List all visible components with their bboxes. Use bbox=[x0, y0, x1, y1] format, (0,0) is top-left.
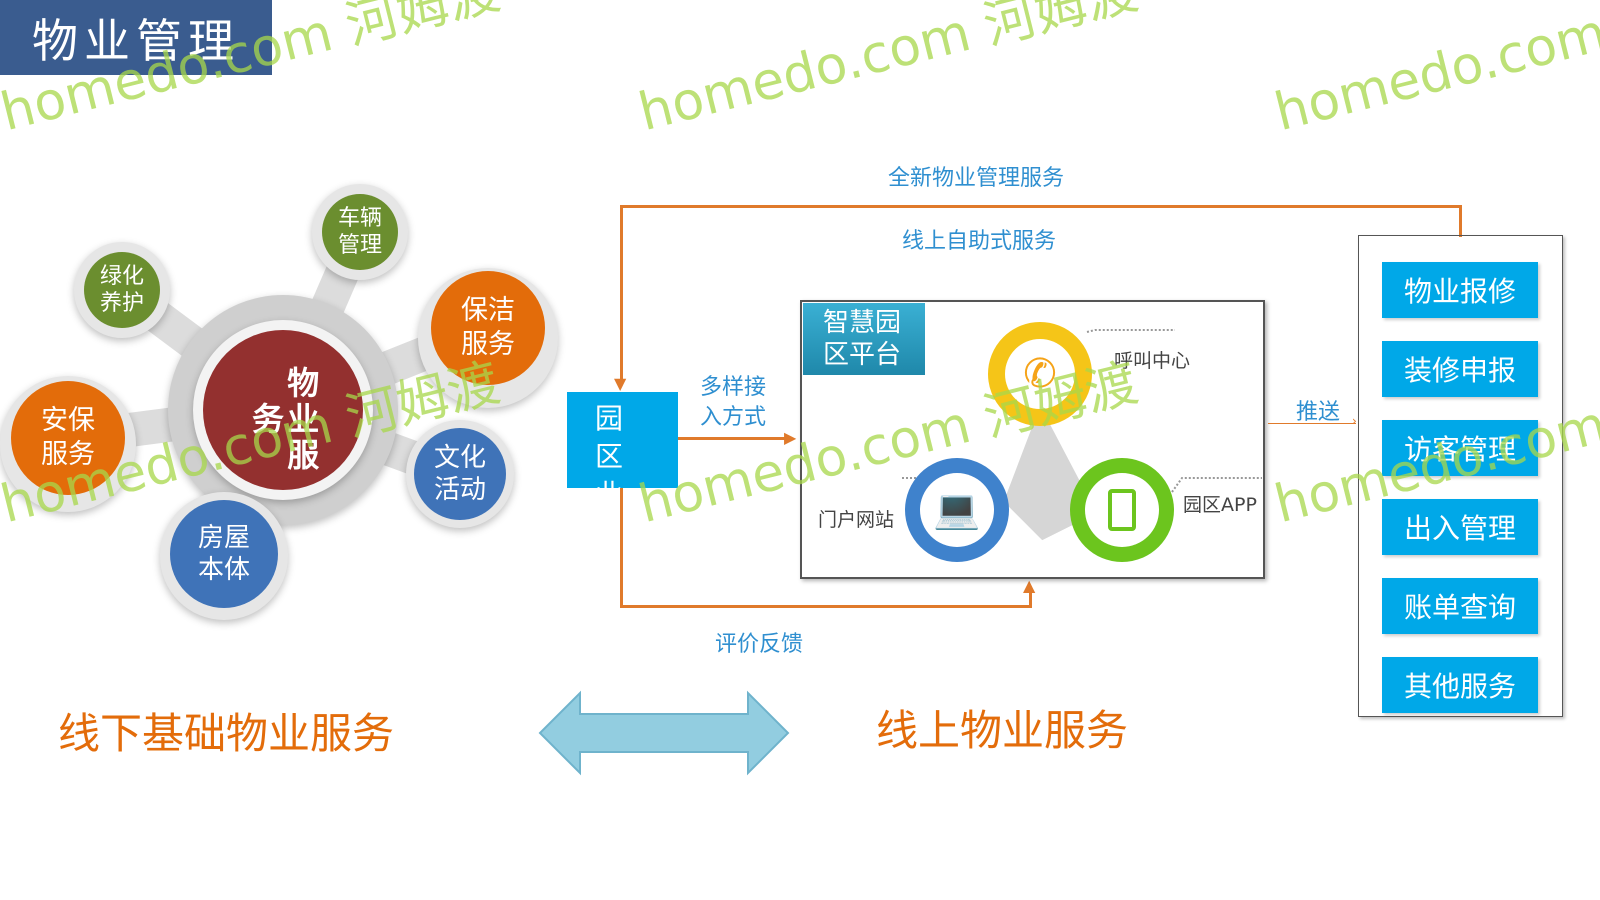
double-arrow-icon bbox=[538, 690, 790, 776]
arrow-down-icon: ▼ bbox=[614, 374, 627, 393]
hub-item-cleaning: 保洁服务 bbox=[431, 271, 545, 385]
label-push: 推送 bbox=[1296, 400, 1341, 425]
channel-app: 园区APP bbox=[1183, 494, 1257, 516]
arrow-right-icon: ▶ bbox=[784, 428, 797, 447]
arrow-right-icon: › bbox=[1352, 414, 1357, 428]
hub-diagram: 物业服务 绿化养护 车辆管理 保洁服务 安保服务 文化活动 房屋本体 bbox=[0, 180, 580, 620]
label-self-service: 线上自助式服务 bbox=[902, 229, 1057, 254]
hub-item-culture: 文化活动 bbox=[414, 428, 506, 520]
owner-box[interactable]: 园区业主 bbox=[567, 392, 678, 488]
offline-services-label: 线下基础物业服务 bbox=[58, 709, 395, 758]
hub-center: 物业服务 bbox=[203, 330, 363, 490]
service-renovation-button[interactable]: 装修申报 bbox=[1382, 341, 1538, 397]
service-bill-button[interactable]: 账单查询 bbox=[1382, 578, 1538, 634]
page-title: 物业管理 bbox=[0, 0, 272, 75]
hub-item-greening: 绿化养护 bbox=[84, 252, 160, 328]
hub-item-vehicle: 车辆管理 bbox=[322, 194, 398, 270]
channel-call-center: 呼叫中心 bbox=[1114, 350, 1191, 372]
hub-item-security: 安保服务 bbox=[11, 381, 125, 495]
arrow-up-icon: ▲ bbox=[1023, 576, 1036, 595]
service-access-button[interactable]: 出入管理 bbox=[1382, 499, 1538, 555]
watermark: homedo.com 河姆渡 bbox=[1269, 0, 1600, 144]
services-panel bbox=[1358, 235, 1563, 717]
hub-item-building: 房屋本体 bbox=[170, 500, 278, 608]
service-repair-button[interactable]: 物业报修 bbox=[1382, 262, 1538, 318]
watermark: homedo.com 河姆渡 bbox=[633, 0, 1144, 144]
label-access: 多样接入方式 bbox=[700, 375, 767, 430]
laptop-icon: 💻 bbox=[905, 458, 1009, 562]
channel-portal: 门户网站 bbox=[818, 509, 895, 531]
label-new-service: 全新物业管理服务 bbox=[888, 166, 1065, 191]
platform-title: 智慧园区平台 bbox=[803, 303, 925, 375]
label-feedback: 评价反馈 bbox=[715, 632, 804, 657]
tablet-icon bbox=[1070, 458, 1174, 562]
service-visitor-button[interactable]: 访客管理 bbox=[1382, 420, 1538, 476]
platform-box: 智慧园区平台 ✆ 💻 呼叫中心 门户网站 园区APP bbox=[800, 300, 1265, 579]
service-other-button[interactable]: 其他服务 bbox=[1382, 657, 1538, 713]
online-services-label: 线上物业服务 bbox=[876, 706, 1129, 755]
